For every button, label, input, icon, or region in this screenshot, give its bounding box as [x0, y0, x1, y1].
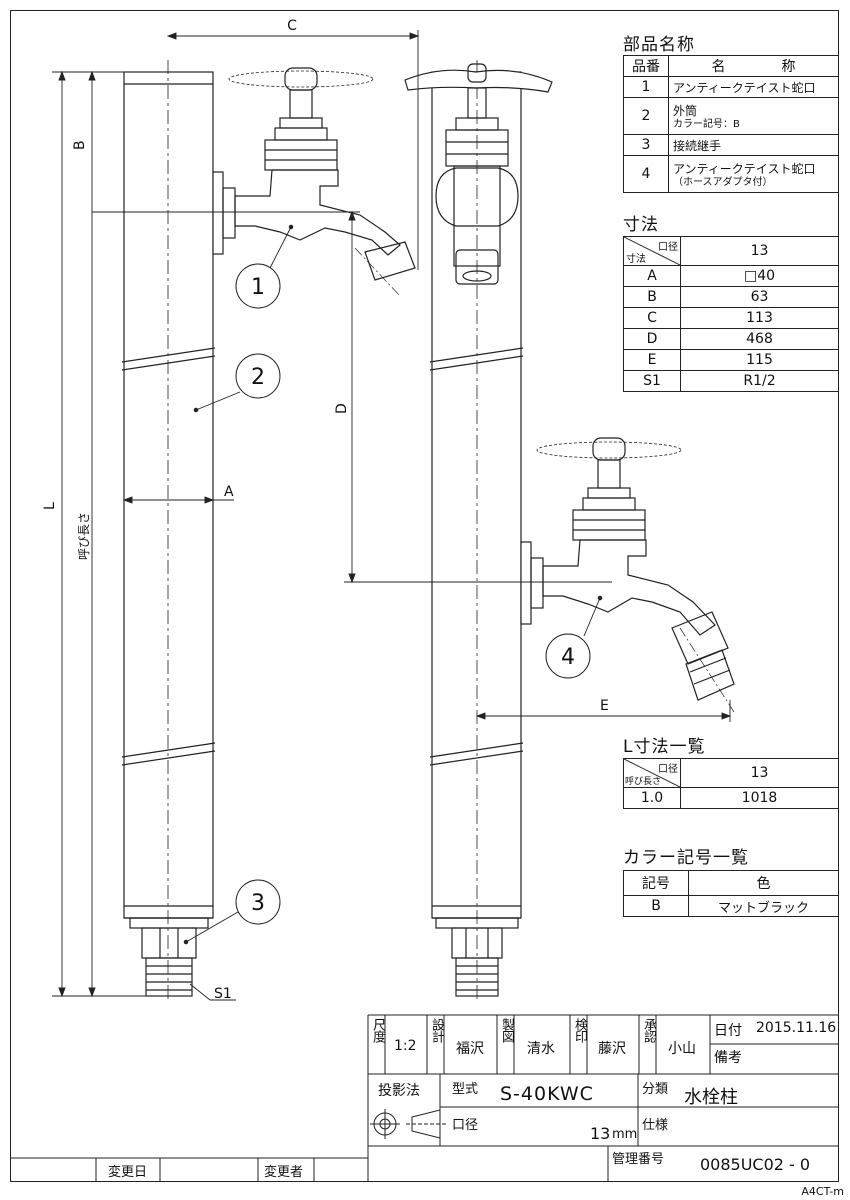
dim-row-value: 113 [680, 307, 839, 329]
length-list-title: L寸法一覧 [623, 737, 706, 757]
scale-label: 尺度 [370, 1018, 385, 1042]
dimensions-corner-top: 口径 [658, 242, 678, 253]
drawing-frame [10, 10, 839, 1182]
dimensions-size-header: 13 [680, 236, 839, 266]
balloon-4 [545, 633, 591, 679]
parts-name-main: 外筒 [673, 104, 698, 118]
model-label: 型式 [452, 1082, 479, 1097]
design-label: 設計 [429, 1018, 444, 1042]
color-list-title: カラー記号一覧 [623, 848, 749, 868]
changer-label: 変更者 [264, 1165, 304, 1180]
dim-label-l: L [42, 502, 58, 510]
dimensions-corner-bottom: 寸法 [626, 254, 646, 265]
parts-name: 外筒 カラー記号：B [668, 97, 839, 135]
parts-name-main: アンティークテイスト蛇口 [673, 162, 816, 176]
control-label: 管理番号 [612, 1152, 665, 1167]
length-row-label: 1.0 [623, 787, 681, 809]
dim-label-s1: S1 [214, 986, 232, 1002]
balloon-1-number: 1 [251, 275, 265, 300]
parts-name-sub: （ホースアダプタ付） [673, 177, 773, 188]
balloon-leaders [183, 224, 603, 945]
date-label: 日付 [714, 1023, 742, 1039]
faucet-1-side [212, 67, 416, 297]
dim-label-a: A [224, 484, 234, 500]
balloon-2 [235, 353, 281, 399]
color-name: マットブラック [688, 895, 839, 917]
parts-name: アンティークテイスト蛇口 [668, 76, 839, 98]
scale-value: 1:2 [394, 1038, 417, 1054]
bore-label: 口径 [452, 1118, 479, 1133]
right-post [429, 60, 524, 1000]
balloon-4-number: 4 [561, 645, 575, 670]
date-value: 2015.11.16 [756, 1020, 837, 1036]
balloon-2-number: 2 [251, 365, 265, 390]
dim-row-label: S1 [623, 370, 681, 392]
check-label: 検印 [572, 1018, 587, 1042]
spec-label: 仕様 [642, 1118, 669, 1133]
parts-list-title: 部品名称 [623, 35, 695, 55]
corner-diagonal [624, 237, 680, 265]
length-corner-bottom: 呼び長さ [625, 777, 662, 787]
dimension-lines [52, 30, 732, 1001]
length-corner-top: 口径 [658, 764, 678, 775]
drawn-label: 製図 [499, 1018, 514, 1042]
design-value: 福沢 [456, 1041, 484, 1057]
color-list-table: 記号 色 B マットブラック [623, 870, 839, 917]
projection-label: 投影法 [378, 1083, 420, 1099]
approve-value: 小山 [668, 1041, 696, 1057]
approve-label: 承認 [641, 1018, 656, 1042]
model-value: S-40KWC [500, 1083, 594, 1105]
dim-label-nominal-length: 呼び長さ [77, 512, 91, 560]
parts-list-table: 品番 名 称 1 アンティークテイスト蛇口 2 外筒 カラー記号：B 3 接続継… [623, 55, 839, 193]
length-size-header: 13 [680, 758, 839, 788]
bore-value: 13 [590, 1124, 611, 1143]
change-date-label: 変更日 [108, 1165, 148, 1180]
dim-row-value: R1/2 [680, 370, 839, 392]
parts-name: アンティークテイスト蛇口 （ホースアダプタ付） [668, 155, 839, 193]
sheet-code: A4CT-m [801, 1185, 844, 1198]
dim-label-d: D [334, 403, 350, 414]
control-no: 0085UC02 - 0 [700, 1155, 811, 1174]
parts-name-sub: カラー記号：B [673, 119, 740, 130]
left-post [121, 60, 216, 1000]
parts-header-name: 名 称 [668, 55, 839, 77]
balloon-3 [235, 879, 281, 925]
dim-label-c: C [287, 18, 297, 34]
check-value: 藤沢 [598, 1041, 626, 1057]
length-row-value: 1018 [680, 787, 839, 809]
faucet-4-side [520, 437, 735, 713]
drawn-value: 清水 [527, 1041, 555, 1057]
category-value: 水栓柱 [684, 1087, 738, 1108]
dimensions-title: 寸法 [623, 215, 659, 235]
remarks-label: 備考 [714, 1050, 742, 1066]
dim-label-b: B [72, 140, 88, 150]
category-label: 分類 [642, 1082, 669, 1097]
faucet-1-front [404, 63, 553, 285]
bore-unit: mm [612, 1127, 638, 1142]
balloon-3-number: 3 [251, 891, 265, 916]
dim-label-e: E [600, 698, 609, 714]
color-header-code: 記号 [623, 870, 689, 896]
dimensions-corner: 口径 寸法 [623, 236, 681, 266]
corner-diagonal [624, 759, 680, 787]
balloon-1 [235, 263, 281, 309]
